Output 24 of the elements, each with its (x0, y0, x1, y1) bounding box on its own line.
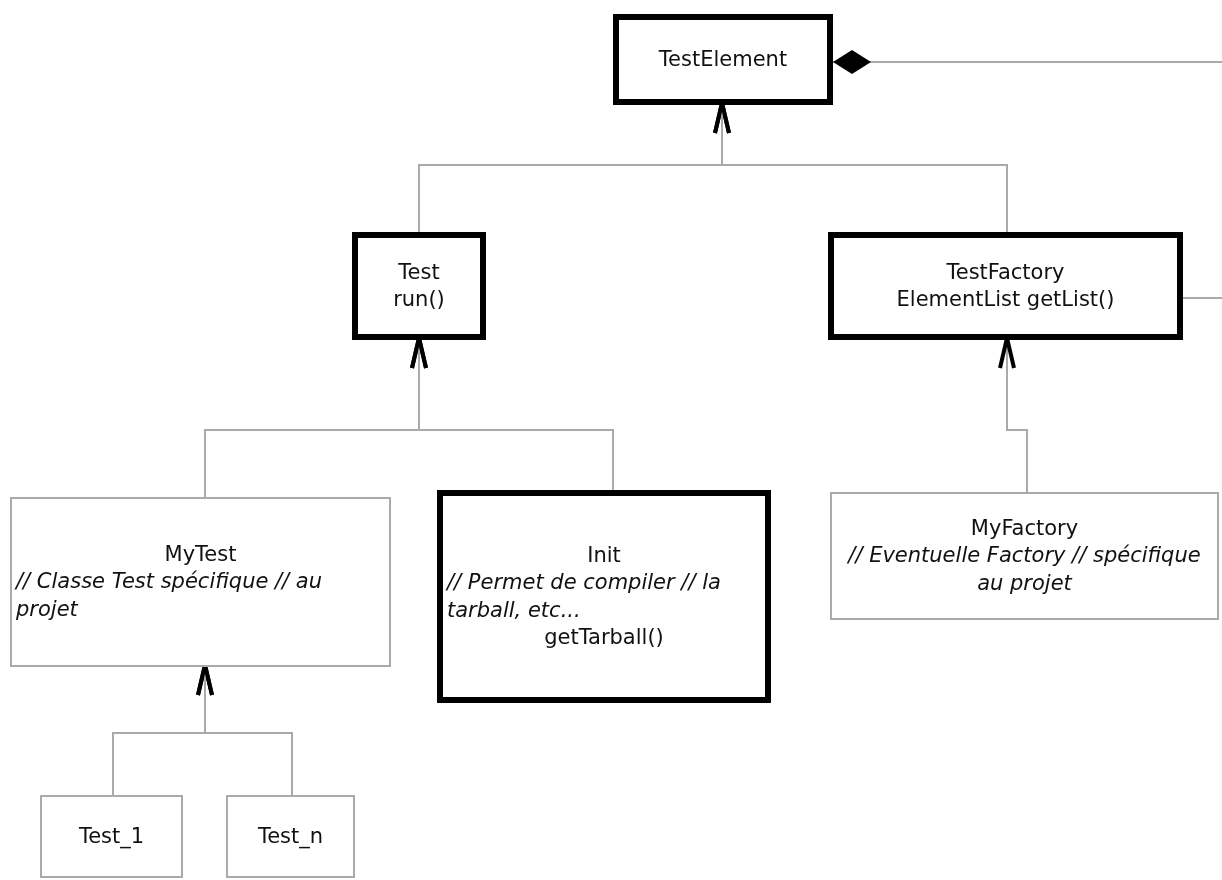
class-box (613, 14, 833, 105)
connector-line (1182, 297, 1222, 299)
method-name: getTarball() (544, 623, 664, 651)
class-name: MyFactory (970, 515, 1079, 543)
class-box (352, 232, 486, 340)
class-box (828, 232, 1183, 340)
code-comment: // Classe Test spécifique // au projet (13, 568, 324, 623)
class-name: TestElement (658, 45, 788, 73)
class-box (437, 490, 771, 703)
class-name: Test_n (257, 822, 324, 851)
class-name: MyTest (164, 541, 237, 569)
code-comment: // Eventuelle Factory // spécifique au projet (846, 542, 1202, 597)
class-name: TestFactory (946, 258, 1065, 286)
class-box (830, 492, 1219, 620)
method-name: ElementList getList() (896, 286, 1115, 313)
class-name: Init (587, 541, 621, 569)
class-box (40, 795, 183, 878)
class-box (226, 795, 355, 878)
method-name: run() (393, 286, 445, 313)
class-name: Test (398, 258, 440, 286)
class-box (10, 497, 391, 667)
code-comment: // Permet de compiler // la tarball, etc... (444, 569, 722, 624)
class-name: Test_1 (78, 822, 145, 851)
composition-line (832, 50, 1222, 74)
